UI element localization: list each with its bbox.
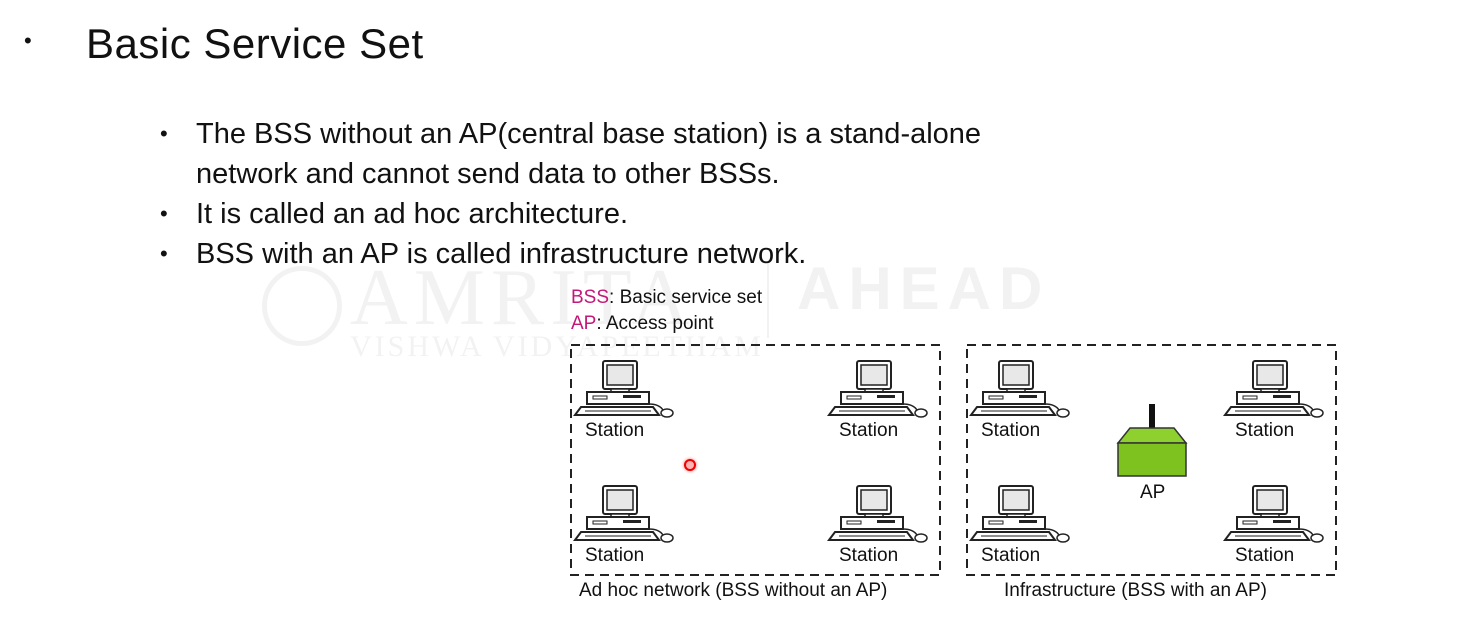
station-label: Station — [839, 545, 899, 566]
station-label: Station — [585, 420, 645, 441]
access-point-icon — [1116, 404, 1188, 477]
station-label: Station — [1235, 420, 1295, 441]
station-computer-icon — [574, 360, 674, 418]
station-label: Station — [585, 545, 645, 566]
laser-pointer-icon — [684, 459, 696, 471]
legend-desc: : Access point — [596, 313, 714, 334]
station-computer-icon — [1224, 360, 1324, 418]
legend-item-bss: BSS: Basic service set — [571, 285, 762, 311]
legend-key: BSS — [571, 287, 610, 308]
station-computer-icon — [1224, 485, 1324, 543]
station-computer-icon — [828, 485, 928, 543]
station-label: Station — [1235, 545, 1295, 566]
station-computer-icon — [970, 360, 1070, 418]
title-bullet: • — [24, 28, 32, 53]
adhoc-bss-box — [570, 344, 941, 576]
legend-item-ap: AP: Access point — [571, 311, 762, 337]
legend-desc: : Basic service set — [609, 287, 763, 308]
station-computer-icon — [970, 485, 1070, 543]
infra-bss-box — [966, 344, 1337, 576]
station-computer-icon — [828, 360, 928, 418]
station-label: Station — [981, 420, 1041, 441]
bullet-item: It is called an ad hoc architecture. — [160, 194, 1040, 234]
legend: BSS: Basic service set AP: Access point — [571, 285, 762, 337]
legend-key: AP — [571, 313, 597, 334]
adhoc-caption: Ad hoc network (BSS without an AP) — [579, 580, 888, 601]
bullet-list: The BSS without an AP(central base stati… — [160, 114, 1040, 274]
bullet-item: The BSS without an AP(central base stati… — [160, 114, 1040, 194]
station-computer-icon — [574, 485, 674, 543]
station-label: Station — [839, 420, 899, 441]
ap-label: AP — [1140, 482, 1166, 503]
bullet-item: BSS with an AP is called infrastructure … — [160, 234, 1040, 274]
infra-caption: Infrastructure (BSS with an AP) — [1004, 580, 1267, 601]
slide-title: Basic Service Set — [86, 20, 424, 67]
station-label: Station — [981, 545, 1041, 566]
